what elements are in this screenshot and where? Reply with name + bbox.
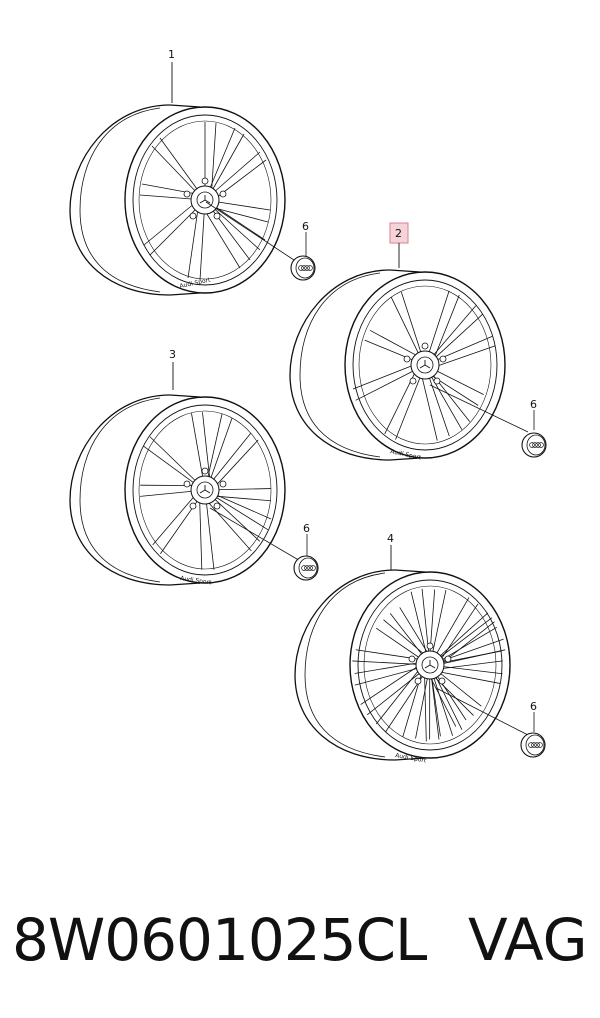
callout-6-3: 6 xyxy=(303,522,310,535)
wheel-1: Audi Sport xyxy=(69,104,286,296)
wheel-parts-diagram: Audi Sport 1 6 Audi Sport 2 6 Audi Sport… xyxy=(69,48,547,768)
center-cap-1 xyxy=(290,255,316,281)
callout-6-4: 6 xyxy=(530,700,537,713)
callout-3: 3 xyxy=(169,348,176,361)
part-number: 8W0601025CL xyxy=(12,906,427,974)
center-cap-2 xyxy=(521,432,547,458)
callout-4: 4 xyxy=(387,532,394,545)
center-cap-4 xyxy=(520,732,546,758)
callout-6-2: 6 xyxy=(530,398,537,411)
wheel-4: Audi Sport xyxy=(294,564,532,768)
callout-6-1: 6 xyxy=(302,220,309,233)
center-cap-3 xyxy=(293,555,319,581)
rim-text-3: Audi Sport xyxy=(180,575,213,586)
caption: 8W0601025CL VAG xyxy=(0,895,600,985)
wheel-2: Audi Sport xyxy=(289,269,512,462)
callout-1: 1 xyxy=(168,48,175,61)
brand-name: VAG xyxy=(468,906,588,974)
callout-2: 2 xyxy=(395,227,402,240)
wheel-3: Audi Sport xyxy=(69,394,286,586)
